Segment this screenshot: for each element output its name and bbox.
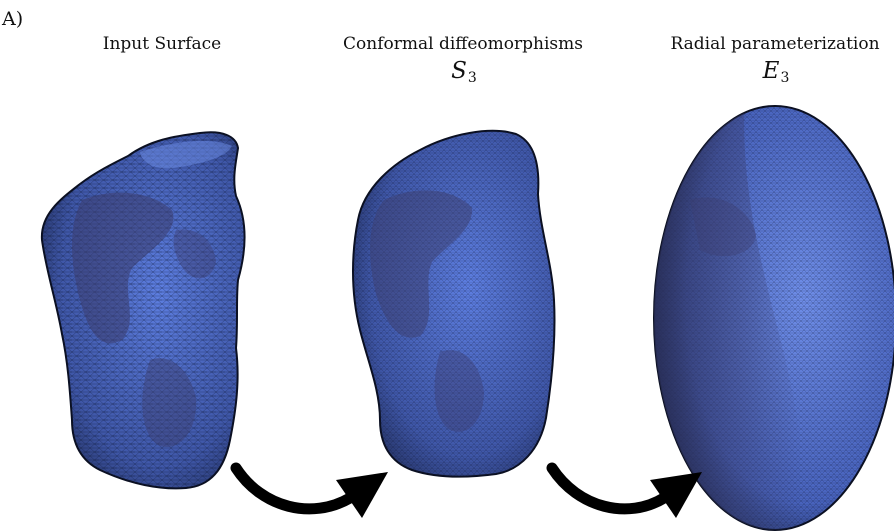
input-surface-mesh xyxy=(42,132,245,488)
curved-arrow-right-icon xyxy=(236,468,388,518)
curved-arrow-right-icon xyxy=(552,468,702,518)
conformal-surface-mesh xyxy=(353,131,555,477)
radial-surface-mesh xyxy=(654,100,894,531)
